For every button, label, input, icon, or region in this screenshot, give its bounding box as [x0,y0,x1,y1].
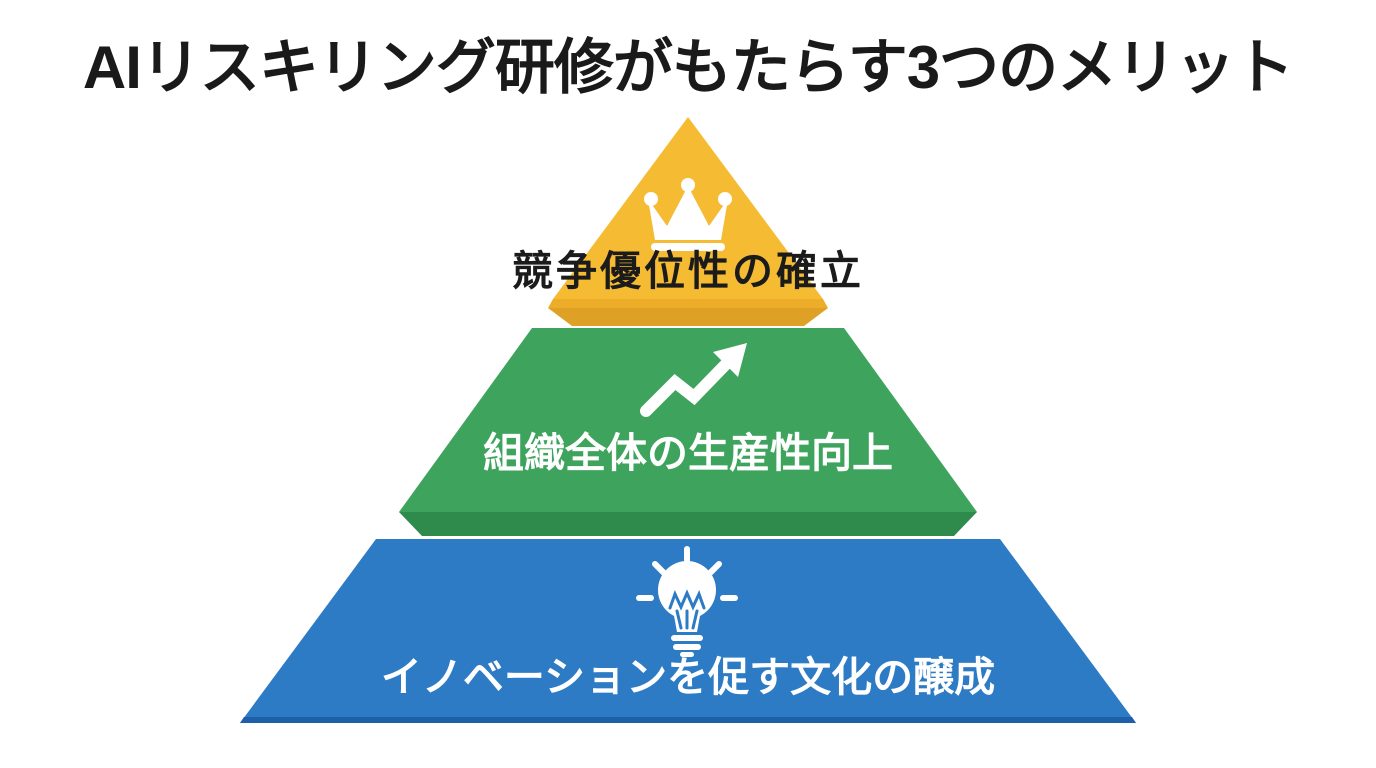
page-title: AIリスキリング研修がもたらす3つのメリット [83,34,1293,101]
trending-up-arrowhead [713,343,747,377]
tier-middle-base [399,512,977,536]
tier-bottom: イノベーションを促す文化の醸成 [240,539,1136,723]
lightbulb-rays [636,546,738,601]
tier-bottom-base [240,717,1136,723]
tier-middle-label: 組織全体の生産性向上 [483,430,893,476]
lightbulb-filament [668,589,706,630]
trending-up-icon [640,343,747,417]
crown-icon [644,178,732,251]
tier-top-base [548,308,828,326]
tier-top-label: 競争優位性の確立 [512,248,864,294]
lightbulb-icon [636,546,738,657]
trending-up-line [640,355,735,417]
tier-bottom-label: イノベーションを促す文化の醸成 [381,654,995,700]
tier-middle: 組織全体の生産性向上 [399,328,977,536]
tier-top-bevel [548,299,828,308]
tier-middle-face [399,328,977,512]
tier-top: 競争優位性の確立 [512,117,864,326]
